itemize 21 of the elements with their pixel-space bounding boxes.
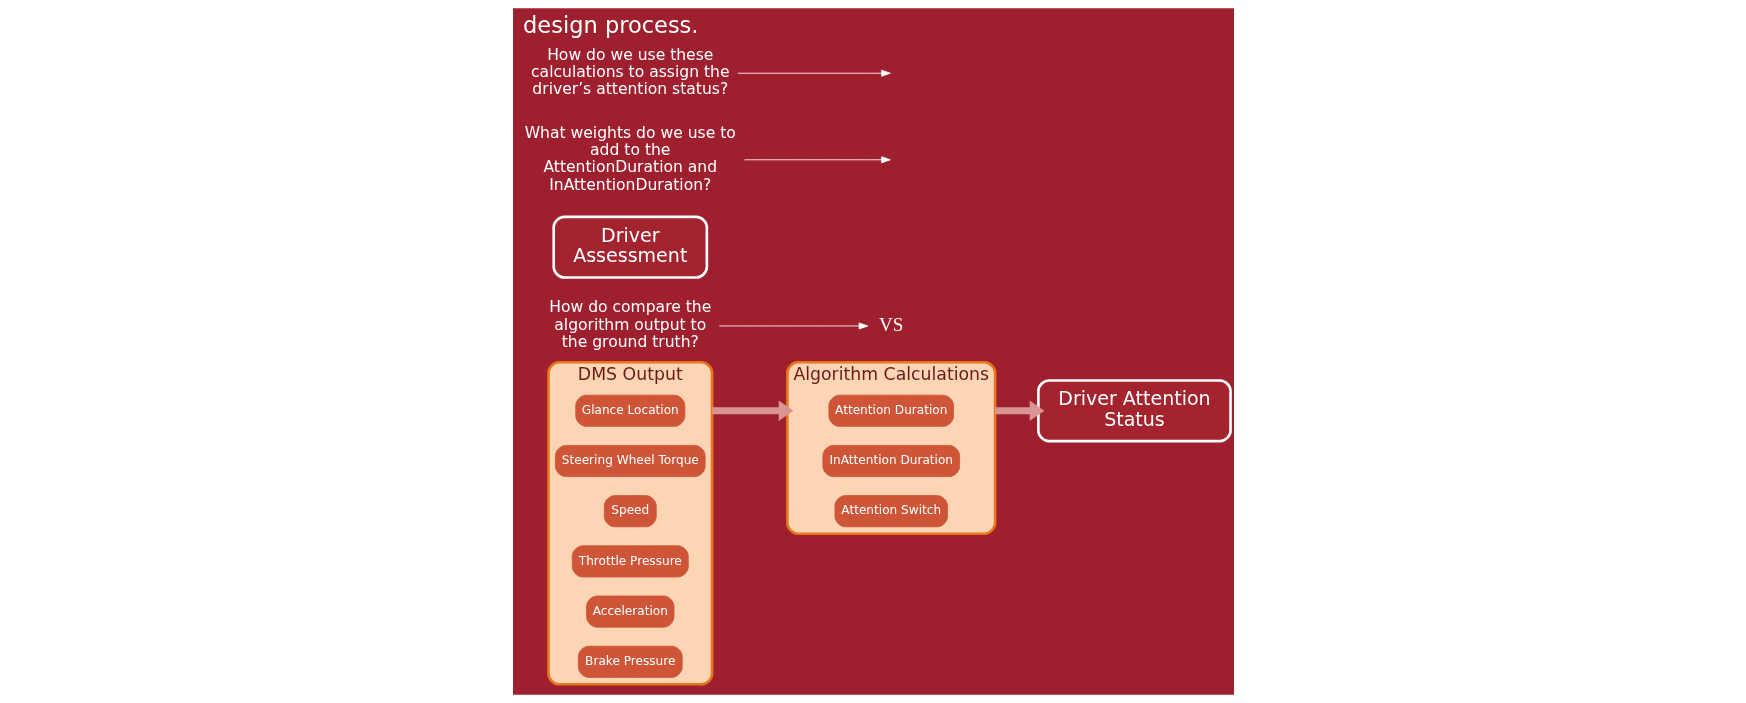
node-text: What weights do we use to add to the AttentionDuration and InAttentionDuration? — [524, 123, 736, 194]
arrow — [718, 322, 868, 330]
node-text: VS — [878, 313, 903, 335]
node-box: Throttle Pressure — [571, 545, 689, 578]
arrow — [743, 156, 891, 164]
diagram-title: design process. — [522, 12, 699, 39]
node-box: Driver Assessment — [551, 215, 708, 279]
node-box: Driver Attention Status — [1036, 379, 1232, 443]
node-box: Steering Wheel Torque — [554, 444, 706, 477]
node-box: Acceleration — [585, 595, 674, 628]
arrow — [994, 400, 1044, 422]
node-box: Attention Switch — [834, 495, 948, 528]
node-box: Glance Location — [574, 394, 685, 427]
node-text: How do compare the algorithm output to the ground truth? — [548, 298, 711, 352]
node-box: Attention Duration — [828, 394, 954, 427]
node-box: Speed — [603, 495, 657, 528]
node-box: InAttention Duration — [821, 444, 960, 477]
arrow — [736, 69, 891, 77]
node-text: How do we use these calculations to assign the driver’s attention status? — [530, 45, 729, 99]
node-box: Brake Pressure — [577, 645, 683, 678]
arrow — [711, 400, 793, 422]
